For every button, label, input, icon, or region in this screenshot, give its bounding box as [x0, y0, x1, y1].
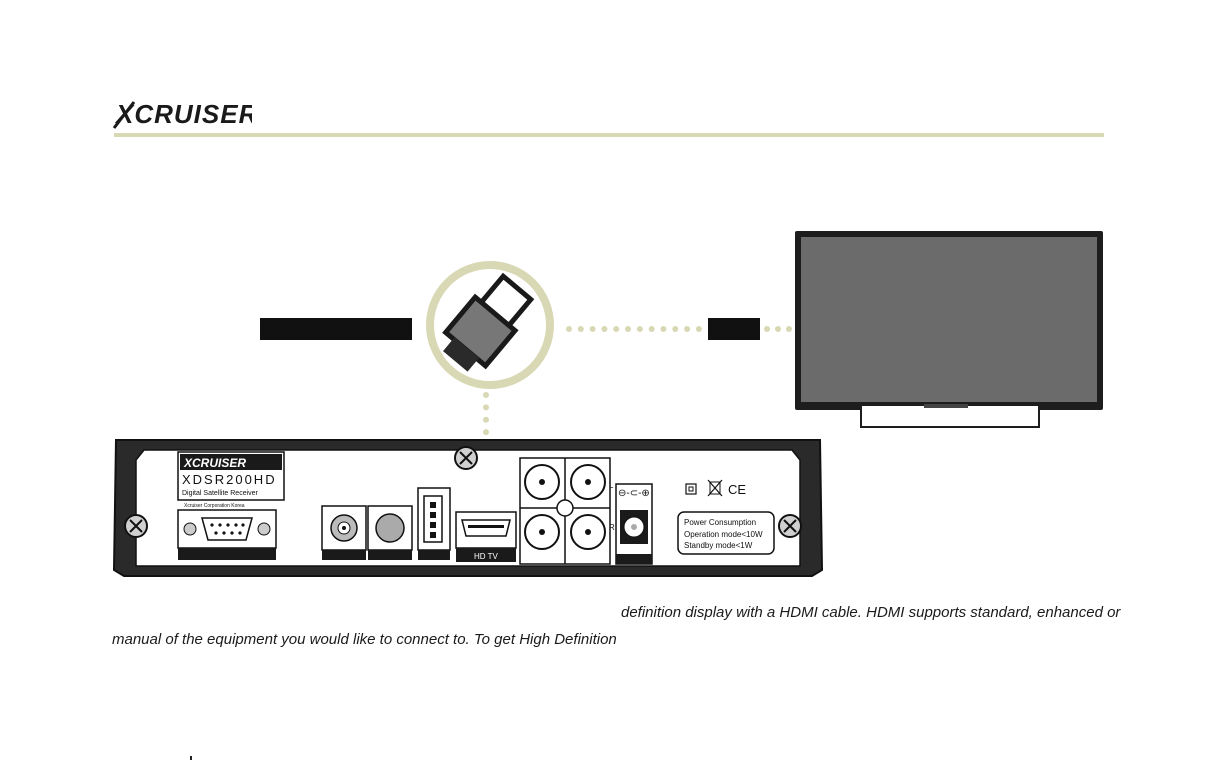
audio-left-label: L [609, 481, 614, 490]
power-title: Power Consumption [684, 518, 756, 527]
tv-stand-joint [924, 404, 968, 408]
tv-stand [860, 406, 1040, 428]
logo-text: XCRUISER [114, 99, 252, 129]
weee-bin-icon [707, 479, 723, 497]
svg-text:⊖-⊂-⊕: ⊖-⊂-⊕ [618, 488, 650, 499]
receiver-logo: XCRUISER [183, 456, 246, 470]
body-text-line-2: manual of the equipment you would like t… [112, 631, 617, 648]
receiver-subtitle: Digital Satellite Receiver [182, 490, 259, 497]
audio-right-label: R [609, 523, 615, 532]
callout-label-hdmi-cable [260, 318, 412, 340]
tv-screen [801, 237, 1097, 402]
ce-mark: CE [728, 482, 746, 497]
connector-dots-horizontal [566, 326, 702, 332]
power-standby: Standby mode<1W [684, 541, 753, 550]
receiver-model: XDSR200HD [182, 472, 277, 487]
xcruiser-logo: XCRUISER [112, 99, 252, 129]
header-rule [114, 133, 1104, 137]
power-operation: Operation mode<10W [684, 530, 763, 539]
callout-label-tv [708, 318, 760, 340]
hdmi-plug-icon [426, 261, 554, 389]
receiver-rear-panel: XCRUISER XDSR200HD Digital Satellite Rec… [112, 439, 824, 577]
page-mark [190, 756, 192, 760]
body-text-line-1: definition display with a HDMI cable. HD… [621, 604, 1121, 621]
receiver-maker: Xcruiser Corporation Korea [184, 503, 245, 509]
connector-dots-to-tv [764, 326, 792, 332]
hdmi-port-label: HD TV [474, 552, 499, 561]
